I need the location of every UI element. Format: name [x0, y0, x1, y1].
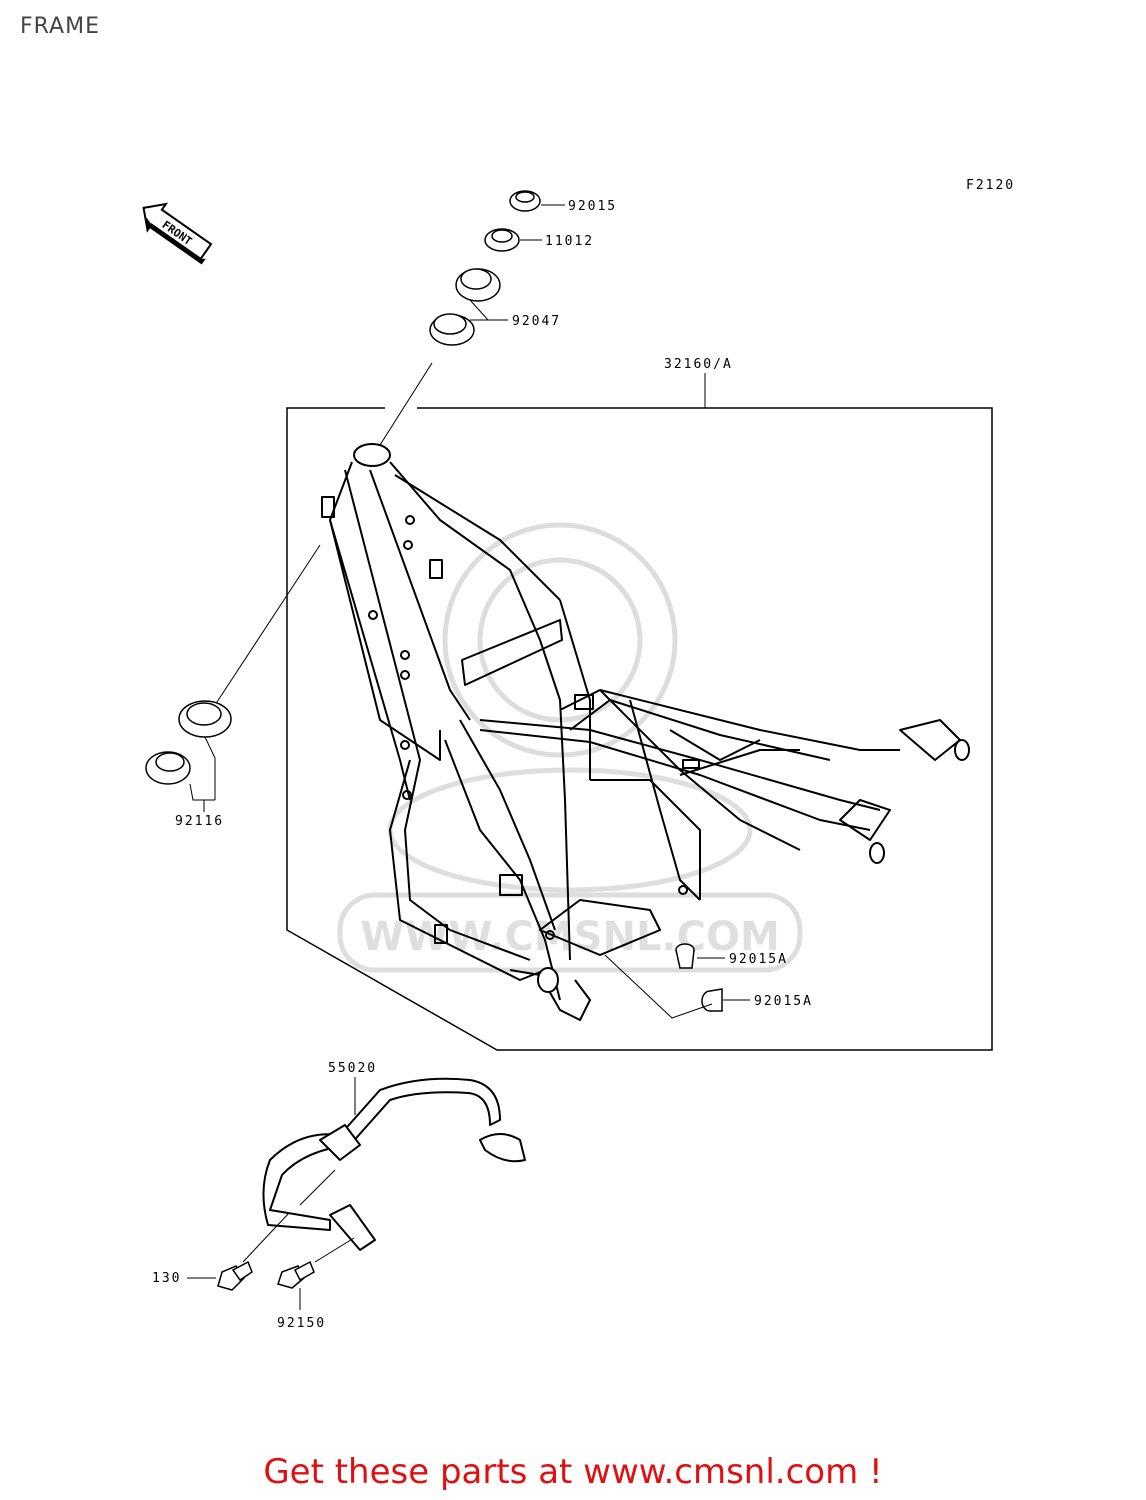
- cta-link[interactable]: Get these parts at www.cmsnl.com !: [0, 1452, 1146, 1492]
- group-label: 32160/A: [664, 357, 733, 372]
- part-label: 92116: [175, 814, 224, 829]
- part-label: 92047: [512, 314, 561, 329]
- part-label: 92015A: [754, 994, 813, 1009]
- frame-icon: [321, 443, 970, 1021]
- part-label: 92015: [568, 199, 617, 214]
- bearing-race-icon: [429, 268, 501, 346]
- bolt-icon: [217, 1260, 315, 1291]
- engine-guard-icon: [262, 1077, 526, 1251]
- cta-link-text[interactable]: Get these parts at www.cmsnl.com !: [263, 1452, 883, 1492]
- part-label: 11012: [545, 234, 594, 249]
- part-label: 92150: [277, 1316, 326, 1331]
- lower-bearing-icon: [145, 700, 232, 785]
- part-label: 55020: [328, 1061, 377, 1076]
- page-title: FRAME: [20, 14, 100, 39]
- frame-group-bracket: [286, 407, 993, 1051]
- bearing-icon: [484, 228, 520, 252]
- ref-code: F2120: [966, 178, 1015, 193]
- front-arrow-icon: [142, 202, 213, 265]
- steering-stem-nut-icon: [509, 190, 541, 212]
- part-label: 130: [152, 1271, 181, 1286]
- part-label: 92015A: [729, 952, 788, 967]
